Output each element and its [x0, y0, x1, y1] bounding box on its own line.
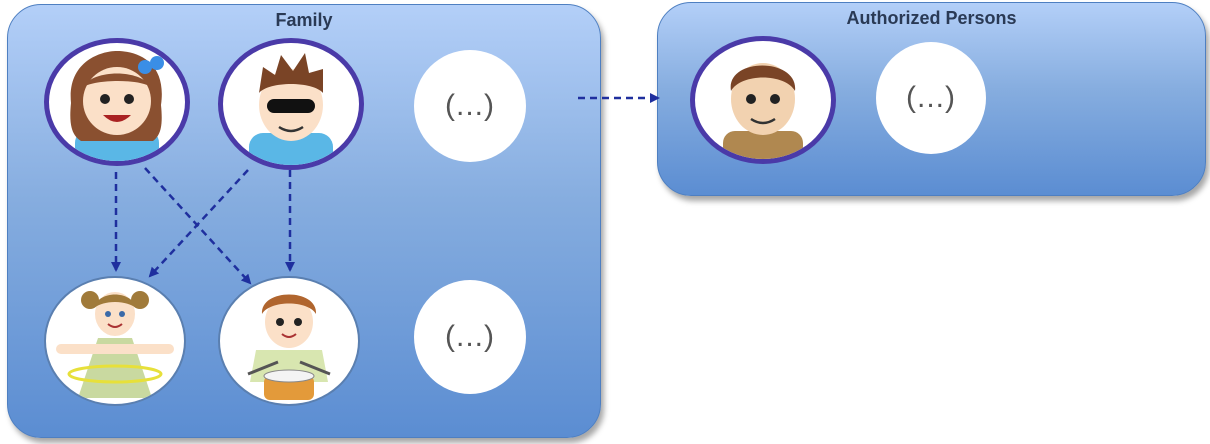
son-node[interactable]	[218, 276, 360, 406]
more-adults-node[interactable]: (...)	[414, 50, 526, 162]
son-avatar-icon	[247, 294, 331, 400]
mother-node[interactable]	[44, 38, 190, 166]
more-authorized-label: (...)	[906, 81, 956, 114]
family-group-title: Family	[275, 10, 333, 30]
more-authorized-node[interactable]: (...)	[876, 42, 986, 154]
more-children-label: (...)	[445, 320, 495, 353]
arrow-father-to-daughter	[148, 169, 249, 278]
more-adults-label: (...)	[445, 89, 495, 122]
daughter-node[interactable]	[44, 276, 186, 406]
authorized-person-node[interactable]	[690, 36, 836, 164]
authorized-persons-group-title: Authorized Persons	[846, 8, 1017, 28]
mother-avatar-icon	[70, 51, 164, 161]
authorized-person-avatar-icon	[723, 63, 803, 159]
father-avatar-icon	[249, 53, 333, 165]
father-node[interactable]	[218, 38, 364, 170]
more-children-node[interactable]: (...)	[414, 280, 526, 394]
daughter-avatar-icon	[56, 291, 174, 398]
